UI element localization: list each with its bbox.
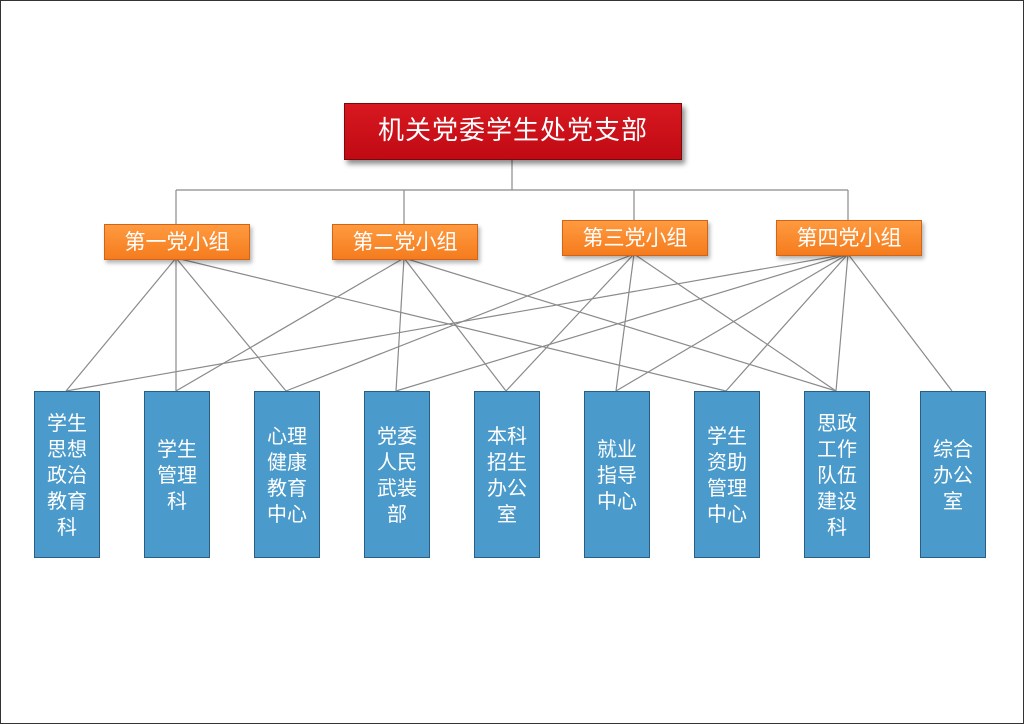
dept-label: 思政工作队伍建设科: [817, 410, 857, 539]
dept-general-office: 综合办公室: [920, 391, 986, 558]
link-group4-dept7: [725, 253, 849, 392]
party-branch-root: 机关党委学生处党支部: [344, 103, 682, 160]
dept-employment: 就业指导中心: [584, 391, 650, 558]
group-label: 第三党小组: [582, 226, 688, 250]
link-group3-dept6: [615, 253, 635, 392]
link-group2-dept2: [175, 257, 405, 392]
dept-ideology-staff: 思政工作队伍建设科: [804, 391, 870, 558]
party-group-4: 第四党小组: [776, 220, 922, 256]
group-label: 第四党小组: [796, 226, 902, 250]
dept-admissions: 本科招生办公室: [474, 391, 540, 558]
group-label: 第二党小组: [352, 230, 458, 254]
link-group2-dept8: [403, 257, 837, 392]
link-group2-dept4: [395, 257, 405, 392]
group-label: 第一党小组: [124, 230, 230, 254]
dept-label: 就业指导中心: [597, 436, 637, 513]
dept-armed-forces: 党委人民武装部: [364, 391, 430, 558]
link-group4-dept4: [395, 253, 849, 392]
root-label: 机关党委学生处党支部: [377, 116, 648, 146]
link-group3-dept5: [505, 253, 635, 392]
link-group4-dept6: [615, 253, 849, 392]
party-group-1: 第一党小组: [104, 224, 250, 260]
dept-label: 学生管理科: [157, 436, 197, 513]
dept-label: 心理健康教育中心: [267, 423, 307, 526]
link-group1-dept1: [65, 257, 177, 392]
dept-financial-aid: 学生资助管理中心: [694, 391, 760, 558]
dept-label: 学生思想政治教育科: [47, 410, 87, 539]
link-group1-dept3: [175, 257, 287, 392]
link-group4-dept1: [65, 253, 849, 392]
party-group-3: 第三党小组: [562, 220, 708, 256]
link-group4-dept8: [835, 253, 849, 392]
party-group-2: 第二党小组: [332, 224, 478, 260]
dept-label: 本科招生办公室: [487, 423, 527, 526]
dept-student-ideology: 学生思想政治教育科: [34, 391, 100, 558]
link-group3-dept8: [633, 253, 837, 392]
link-group4-dept9: [847, 253, 953, 392]
dept-mental-health: 心理健康教育中心: [254, 391, 320, 558]
link-group1-dept7: [175, 257, 727, 392]
dept-label: 党委人民武装部: [377, 423, 417, 526]
dept-label: 综合办公室: [933, 436, 973, 513]
dept-label: 学生资助管理中心: [707, 423, 747, 526]
dept-student-management: 学生管理科: [144, 391, 210, 558]
tree-connectors: [175, 158, 849, 224]
group-dept-links: [65, 253, 953, 392]
